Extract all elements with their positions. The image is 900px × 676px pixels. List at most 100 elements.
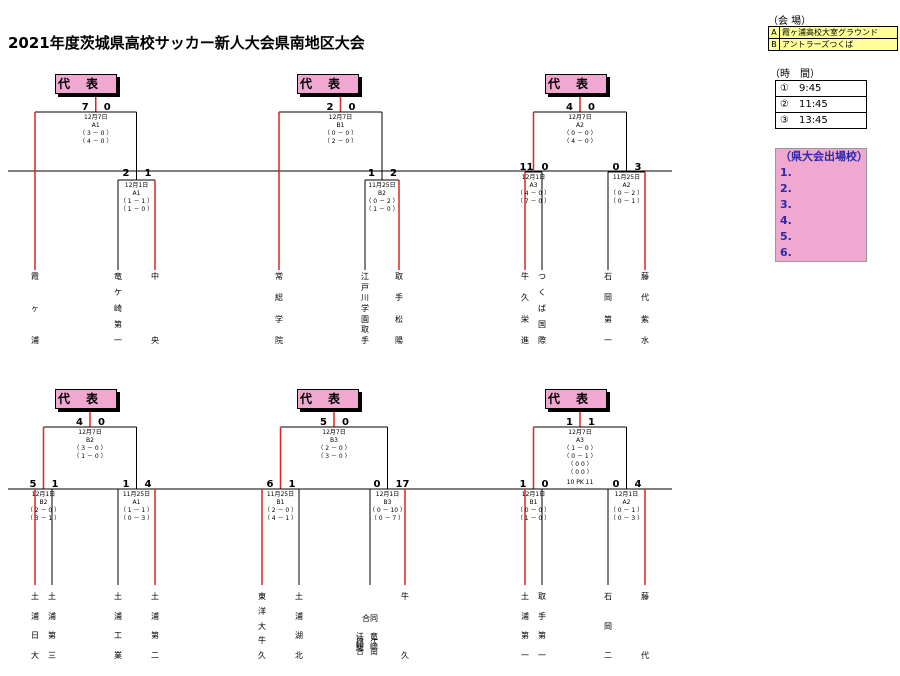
school-name: 石 [604, 592, 612, 601]
school-name: 業 [114, 651, 122, 660]
school-name: 工 [114, 631, 122, 641]
match-line: 12月1日 [124, 182, 149, 189]
match-line: 12月7日 [84, 114, 108, 121]
school-name: 総 [275, 293, 283, 303]
venue-row: A 霞ヶ浦高校大室グラウンド [769, 27, 897, 38]
school-name: 土 [521, 592, 529, 601]
school-name: 取 [395, 272, 403, 281]
match-line: B2 [378, 190, 386, 197]
school-name: 久 [401, 651, 409, 660]
venue-name: 霞ヶ浦高校大室グラウンド [782, 28, 878, 37]
school-name: 代 [641, 293, 649, 303]
godo-school: 戸 [356, 635, 364, 645]
score-right: 0 [588, 102, 595, 113]
school-name: 崎 [114, 304, 122, 313]
school-name: 栄 [521, 314, 529, 324]
match-line: （ 1 － 0 ） [73, 453, 107, 460]
school-name: 学 [361, 304, 369, 313]
school-name: 北 [295, 651, 303, 660]
score-left: 5 [29, 479, 37, 490]
school-name: 浦 [295, 611, 303, 621]
school-name: 牛 [401, 592, 409, 601]
school-name: 久 [521, 293, 529, 303]
match-line: A1 [132, 499, 141, 506]
school-name: 取 [538, 592, 546, 601]
score-left: 1 [519, 479, 527, 490]
school-name: 第 [521, 631, 529, 641]
school-name: 一 [604, 336, 612, 345]
school-name: 牛 [258, 636, 266, 646]
match-line: （ 0 － 0 ） [323, 130, 358, 137]
school-name: 第 [114, 320, 122, 329]
qualifier-item: 2. [780, 182, 792, 195]
school-name: 第 [48, 631, 56, 641]
match-line: （ 1 － 1 ） [119, 198, 154, 205]
match-line: 11月25日 [266, 491, 295, 498]
school-name: 牛 [521, 272, 529, 281]
match-line: （ 1 － 1 ） [119, 507, 154, 514]
school-name: 日 [31, 631, 39, 641]
match-line: （ 1 － 0 ） [119, 206, 154, 213]
score-right: 1 [144, 168, 152, 179]
school-name: 一 [114, 336, 122, 345]
school-name: つ [538, 272, 546, 281]
school-name: 松 [395, 314, 403, 324]
match-line: （ 2 － 0 ） [317, 445, 351, 452]
daihyo-label: 代表 [299, 392, 356, 406]
godo-school: 崎 [356, 639, 364, 649]
score-left: 4 [76, 417, 83, 428]
match-line: 11月25日 [612, 174, 641, 181]
school-name: 代 [641, 651, 649, 660]
match-line: B2 [39, 499, 48, 506]
school-name: 常 [275, 272, 283, 281]
score-right: 17 [395, 479, 410, 490]
school-name: 土 [151, 592, 159, 601]
school-name: 第 [604, 314, 612, 324]
match-line: （ 0 － 1 ） [609, 198, 644, 205]
school-name: 水 [641, 336, 649, 345]
match-line: 12月1日 [521, 174, 546, 181]
match-line: 12月7日 [568, 429, 592, 436]
school-name: 一 [521, 651, 529, 660]
match-line: 12月7日 [322, 429, 346, 436]
venue-table: A 霞ヶ浦高校大室グラウンド B アントラーズつくば [768, 26, 898, 51]
match-line: （ 3 － 0 ） [79, 130, 113, 137]
school-name: 岡 [604, 621, 612, 631]
daihyo-box: 代表 [545, 74, 607, 94]
score-left: 2 [122, 168, 130, 179]
score-right: 3 [634, 162, 642, 173]
daihyo-box: 代表 [545, 389, 607, 409]
match-line: （ 4 － 0 ） [79, 138, 113, 145]
score-left: 7 [81, 102, 89, 113]
match-line: （ 0 － 3 ） [119, 515, 154, 522]
daihyo-box: 代表 [55, 74, 117, 94]
venue-label: （会 場） [768, 16, 812, 27]
match-line: A3 [576, 437, 584, 444]
score-left: 1 [566, 417, 573, 428]
school-name: 洋 [258, 606, 266, 616]
score-right: 2 [390, 168, 397, 179]
time-label: （時 間） [770, 69, 820, 80]
school-name: ヶ [31, 304, 39, 313]
venue-key: A [769, 27, 780, 38]
score-right: 0 [541, 162, 549, 173]
school-name: 進 [521, 336, 529, 345]
school-name: 大 [31, 651, 39, 660]
school-name: 手 [361, 336, 369, 345]
school-name: 中 [151, 272, 159, 281]
venue-row: B アントラーズつくば [769, 38, 897, 50]
score-right: 4 [144, 479, 152, 490]
match-line: 12月7日 [568, 114, 592, 121]
qualifier-item: 4. [780, 214, 792, 227]
match-line: A1 [91, 122, 100, 129]
match-line: B1 [529, 499, 538, 506]
qualifier-item: 1. [780, 166, 792, 179]
match-line: A1 [132, 190, 141, 197]
score-left: 11 [519, 162, 534, 173]
